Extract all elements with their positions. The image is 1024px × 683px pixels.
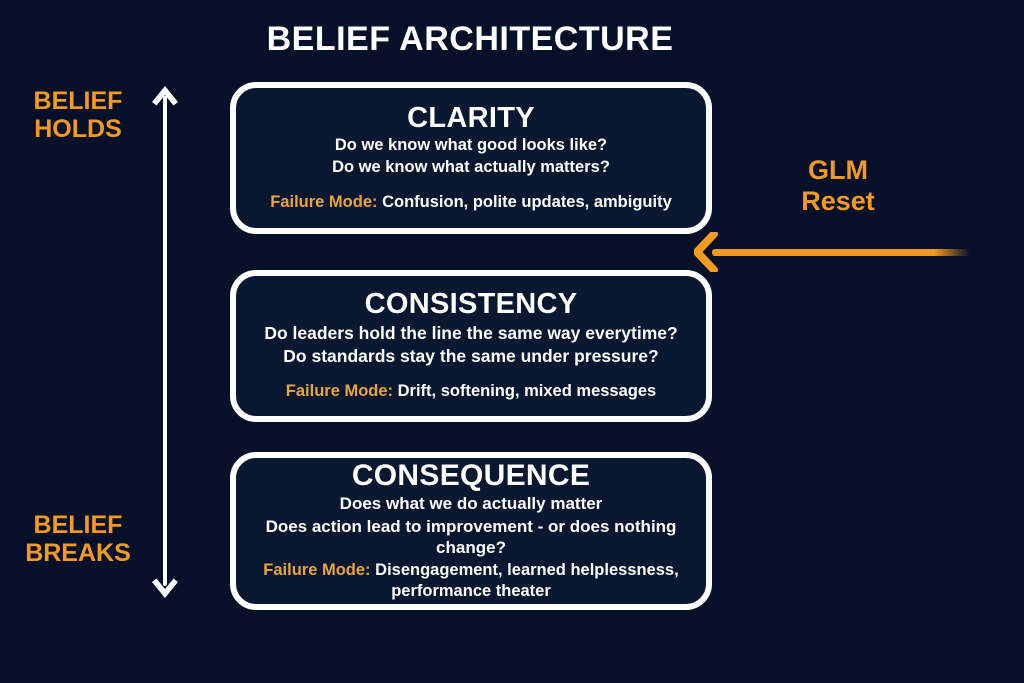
stage-card-consistency[interactable]: CONSISTENCY Do leaders hold the line the… — [230, 270, 712, 422]
stage-failure-mode: Failure Mode: Confusion, polite updates,… — [250, 192, 692, 213]
reset-arrow-shaft — [712, 249, 970, 256]
stage-failure-mode: Failure Mode: Drift, softening, mixed me… — [250, 381, 692, 402]
stage-question: Do we know what actually matters? — [332, 157, 610, 176]
failure-mode-text: Confusion, polite updates, ambiguity — [377, 192, 672, 211]
axis-shaft — [163, 96, 167, 586]
stage-card-clarity[interactable]: CLARITY Do we know what good looks like?… — [230, 82, 712, 234]
stage-card-consequence[interactable]: CONSEQUENCE Does what we do actually mat… — [230, 452, 712, 610]
glm-reset-label: GLM Reset — [738, 155, 938, 217]
page-title: BELIEF ARCHITECTURE — [266, 20, 674, 58]
axis-label-breaks-line1: BELIEF — [33, 511, 123, 539]
stage-question: Do leaders hold the line the same way ev… — [264, 322, 678, 343]
stage-title: CLARITY — [407, 101, 535, 134]
stage-question: Do we know what good looks like? — [334, 135, 608, 154]
failure-mode-label: Failure Mode: — [270, 192, 378, 211]
failure-mode-label: Failure Mode: — [263, 561, 371, 580]
glm-reset-label-line2: Reset — [801, 186, 875, 217]
stage-question: Does what we do actually matter — [339, 494, 603, 514]
axis-label-belief-breaks: BELIEF BREAKS — [8, 511, 148, 567]
failure-mode-label: Failure Mode: — [285, 382, 394, 401]
axis-label-holds-line2: HOLDS — [34, 114, 122, 143]
stage-title: CONSEQUENCE — [351, 458, 591, 492]
failure-mode-text: Disengagement, learned helplessness, per… — [370, 561, 679, 600]
failure-mode-text: Drift, softening, mixed messages — [393, 382, 657, 401]
arrow-left-icon — [694, 232, 728, 272]
glm-reset-label-line1: GLM — [808, 155, 868, 185]
axis-label-holds-line1: BELIEF — [33, 87, 123, 115]
arrow-up-icon — [150, 85, 180, 115]
stage-question: Does action lead to improvement - or doe… — [265, 516, 677, 558]
stage-question: Do standards stay the same under pressur… — [283, 345, 659, 366]
axis-label-belief-holds: BELIEF HOLDS — [8, 87, 148, 143]
stage-failure-mode: Failure Mode: Disengagement, learned hel… — [250, 560, 692, 601]
stage-title: CONSISTENCY — [364, 288, 578, 321]
arrow-down-icon — [150, 569, 180, 599]
axis-label-breaks-line2: BREAKS — [25, 538, 131, 567]
